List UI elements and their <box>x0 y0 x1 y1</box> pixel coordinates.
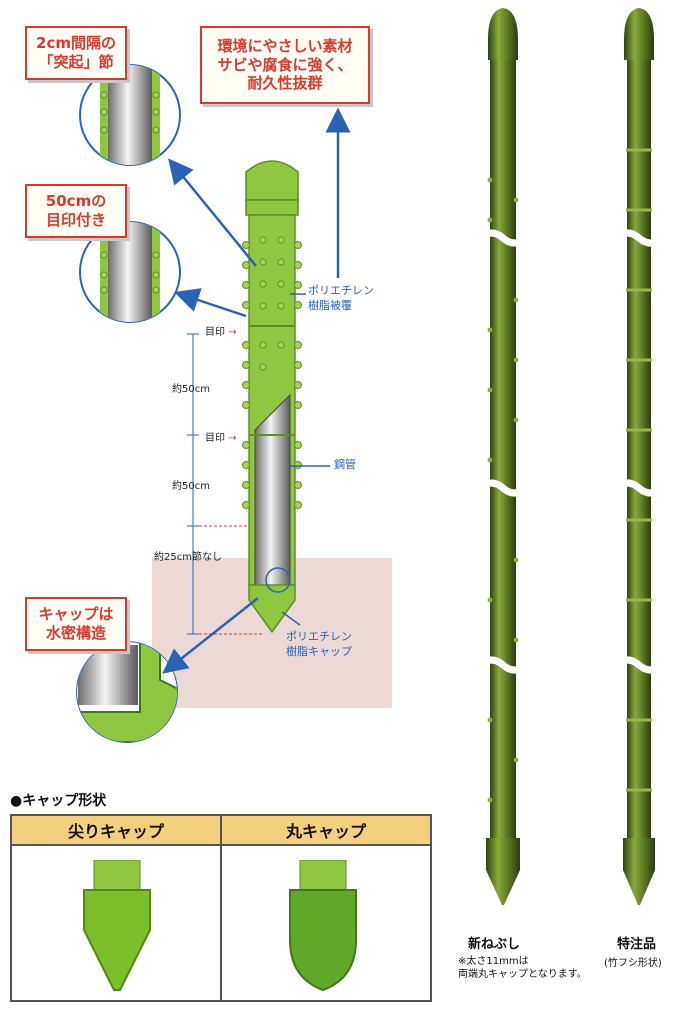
zoom-circle-cap <box>76 641 178 743</box>
nebushi-caption: 新ねぶし <box>468 937 521 952</box>
dimension-lines <box>187 333 262 635</box>
custom-note: (竹フシ形状) <box>604 958 662 969</box>
table-divider <box>220 846 222 1000</box>
cap-material-label: ポリエチレン 樹脂キャップ <box>286 630 352 658</box>
pointed-cap-icon <box>83 860 151 991</box>
stake <box>242 160 302 634</box>
cap-focus-ring <box>265 567 291 593</box>
custom-caption: 特注品 <box>617 937 657 952</box>
stake-diagram <box>76 64 351 743</box>
pointer-arrows <box>162 107 351 674</box>
cap-shape-table: 尖りキャップ 丸キャップ <box>10 814 432 1002</box>
round-cap-icon <box>289 860 357 992</box>
steel-pipe-label: 鋼管 <box>334 458 356 471</box>
zoom-circle-spacing <box>79 64 181 166</box>
callout-eco: 環境にやさしい素材 サビや腐食に強く、 耐久性抜群 <box>200 26 370 104</box>
zoom-circle-marks <box>79 221 181 323</box>
approx-25cm-label: 約25cm節なし <box>154 552 222 563</box>
approx-50cm-label-2: 約50cm <box>172 481 210 492</box>
product-photos <box>475 8 667 905</box>
callout-spacing: 2cm間隔の 「突起」節 <box>25 26 127 80</box>
mark-label-2: 目印 → <box>205 433 237 444</box>
cap-section-title: ●キャップ形状 <box>10 793 107 809</box>
coating-label: ポリエチレン 樹脂被覆 <box>308 284 374 312</box>
nebushi-note: ※太さ11mmは 両端丸キャップとなります。 <box>458 956 587 980</box>
callout-cap: キャップは 水密構造 <box>25 597 127 651</box>
mark-label-1: 目印 → <box>205 327 237 338</box>
photo-custom-stake <box>611 8 667 905</box>
photo-nebushi-stake <box>475 8 531 905</box>
approx-50cm-label-1: 約50cm <box>172 384 210 395</box>
round-cap-header: 丸キャップ <box>222 816 430 846</box>
callout-marks: 50cmの 目印付き <box>25 184 127 238</box>
pointed-cap-header: 尖りキャップ <box>12 816 222 846</box>
